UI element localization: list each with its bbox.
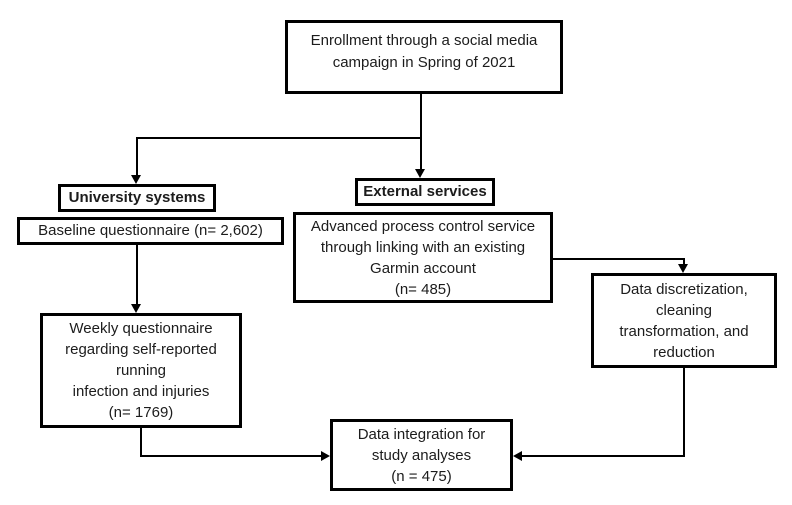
node-text-line: (n= 485) bbox=[394, 280, 452, 298]
connector-baseline-to-weekly bbox=[136, 245, 138, 304]
node-text-line: campaign in Spring of 2021 bbox=[332, 54, 516, 71]
node-text-line: Advanced process control service bbox=[310, 217, 536, 235]
node-text-line: Weekly questionnaire bbox=[69, 320, 213, 337]
arrowhead-to-discretization bbox=[678, 264, 688, 273]
arrowhead-to-weekly bbox=[131, 304, 141, 313]
connector-discretization-run bbox=[521, 455, 684, 457]
node-external-services: External services bbox=[355, 178, 495, 206]
connector-garmin-out bbox=[553, 258, 684, 260]
node-text-line: (n = 475) bbox=[391, 467, 452, 485]
connector-garmin-drop bbox=[683, 258, 685, 265]
node-university-systems: University systems bbox=[58, 184, 216, 212]
arrowhead-to-external bbox=[415, 169, 425, 178]
arrowhead-to-university bbox=[131, 175, 141, 184]
connector-weekly-run bbox=[140, 455, 322, 457]
connector-to-external bbox=[420, 137, 422, 169]
node-text-line: Data discretization, bbox=[620, 280, 748, 298]
connector-to-university bbox=[136, 137, 138, 175]
node-text-line: Garmin account bbox=[370, 259, 476, 277]
connector-weekly-drop bbox=[140, 428, 142, 457]
node-text-line: cleaning bbox=[656, 301, 712, 319]
node-text-line: through linking with an existing bbox=[320, 238, 526, 256]
node-weekly-questionnaire: Weekly questionnaire regarding self-repo… bbox=[40, 313, 242, 428]
node-text-line: Baseline questionnaire (n= 2,602) bbox=[38, 222, 263, 239]
node-text-line: External services bbox=[363, 183, 487, 200]
node-text-line: reduction bbox=[653, 343, 715, 361]
node-data-discretization: Data discretization, cleaning transforma… bbox=[591, 273, 777, 368]
node-text-line: infection and injuries bbox=[72, 383, 210, 400]
node-garmin-service: Advanced process control service through… bbox=[293, 212, 553, 303]
node-text-line: transformation, and bbox=[619, 322, 749, 340]
node-text-line: Data integration for bbox=[357, 425, 486, 443]
connector-discretization-drop bbox=[683, 368, 685, 457]
node-text-line: regarding self-reported bbox=[65, 341, 217, 358]
node-text-line: Enrollment through a social media bbox=[310, 32, 538, 49]
node-text-line: University systems bbox=[68, 189, 206, 206]
node-baseline-questionnaire: Baseline questionnaire (n= 2,602) bbox=[17, 217, 284, 245]
node-enrollment: Enrollment through a social media campai… bbox=[285, 20, 563, 94]
node-text-line: study analyses bbox=[371, 446, 472, 464]
connector-enrollment-stem bbox=[420, 94, 422, 138]
arrowhead-left-to-integration bbox=[321, 451, 330, 461]
connector-split-horizontal bbox=[136, 137, 422, 139]
arrowhead-right-to-integration bbox=[513, 451, 522, 461]
node-text-line: (n= 1769) bbox=[108, 404, 174, 421]
node-data-integration: Data integration for study analyses (n =… bbox=[330, 419, 513, 491]
node-text-line: running bbox=[115, 362, 167, 379]
